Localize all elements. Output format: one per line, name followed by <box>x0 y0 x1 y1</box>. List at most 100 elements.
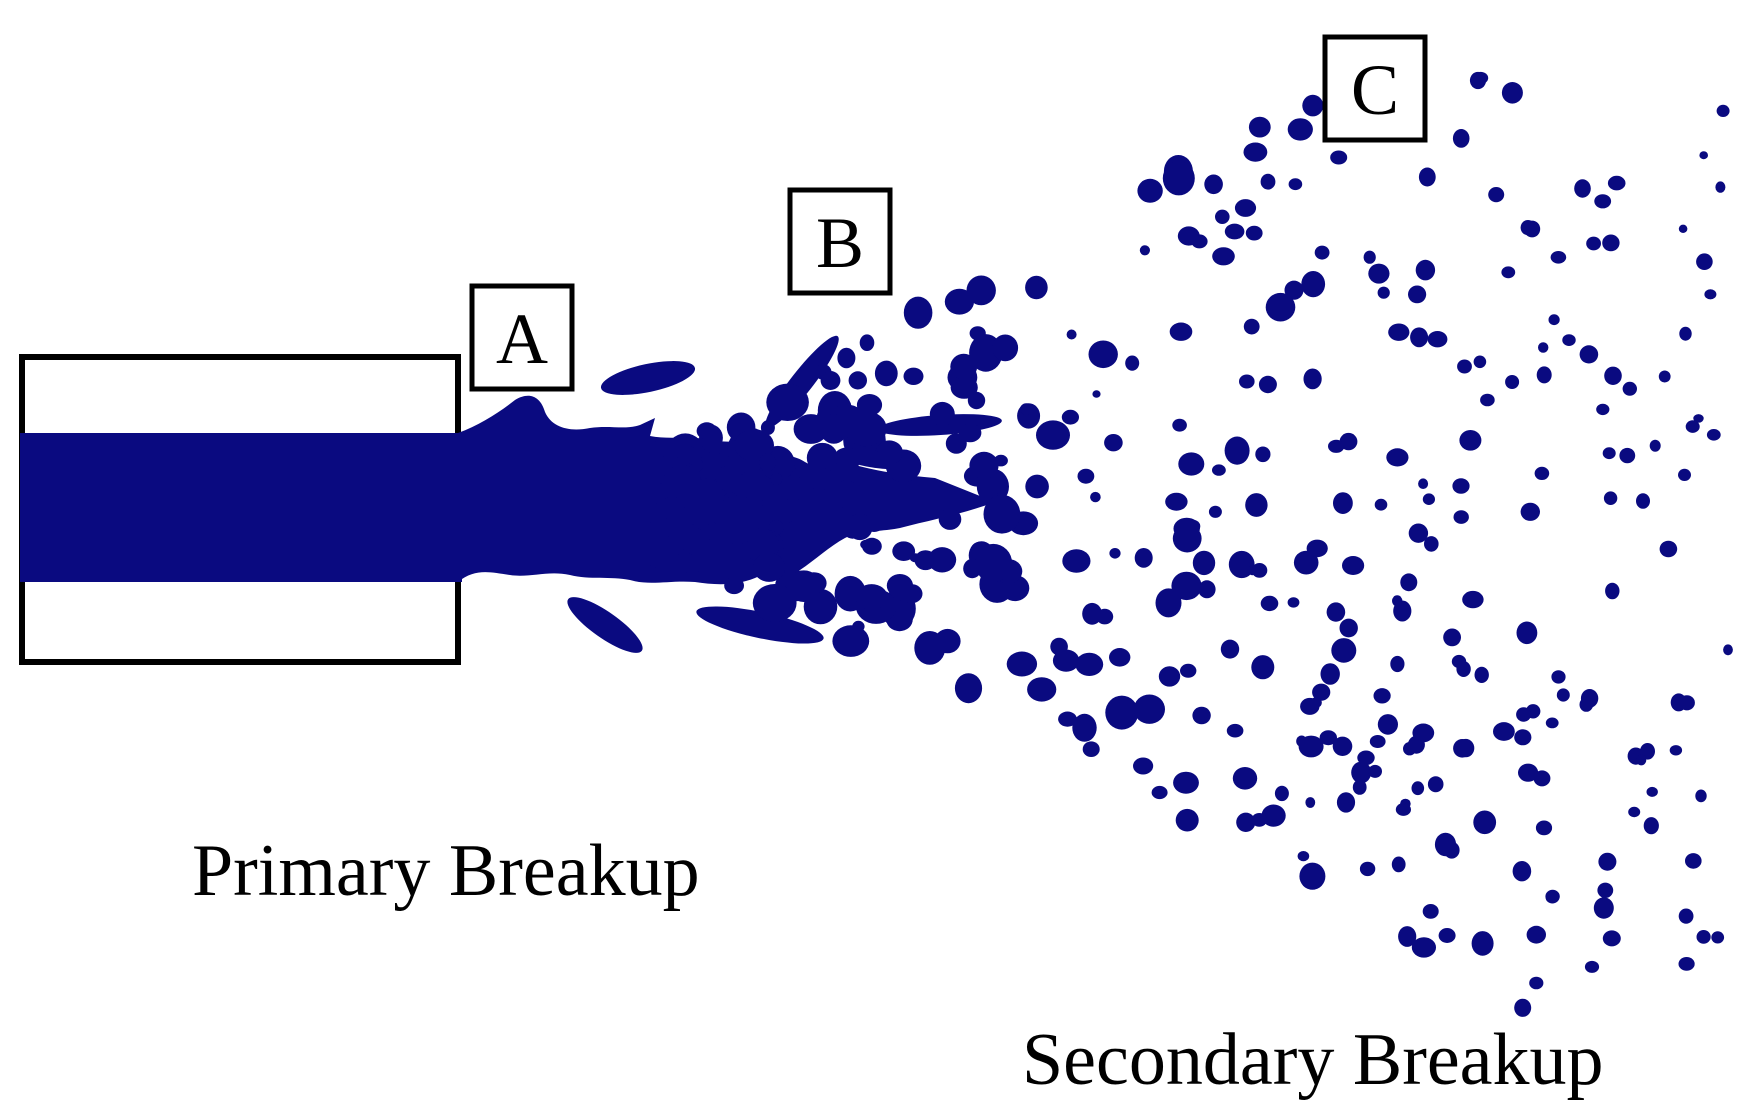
droplet <box>1204 174 1223 195</box>
droplet <box>1326 602 1346 622</box>
droplet <box>1368 764 1382 778</box>
droplet <box>1082 602 1102 625</box>
droplet <box>1265 292 1296 322</box>
droplet <box>1301 271 1326 298</box>
droplet <box>1516 707 1532 722</box>
droplet <box>1505 375 1520 389</box>
droplet <box>1178 452 1205 476</box>
droplet <box>1020 403 1033 415</box>
droplet <box>903 296 933 329</box>
droplet <box>1685 853 1702 869</box>
droplet <box>1025 275 1048 300</box>
droplet <box>808 467 832 491</box>
droplet <box>1603 491 1618 506</box>
marker-b: B <box>787 187 893 296</box>
droplet <box>1493 722 1515 741</box>
droplet <box>1574 179 1591 198</box>
marker-c-text: C <box>1351 50 1399 130</box>
droplet <box>1715 181 1726 193</box>
droplet <box>1251 563 1268 578</box>
droplet <box>1293 550 1319 575</box>
droplet <box>1251 813 1268 827</box>
droplet <box>1373 688 1391 704</box>
droplet <box>1695 789 1707 803</box>
droplet <box>1192 550 1216 576</box>
droplet <box>1109 648 1131 667</box>
droplet <box>1133 694 1165 724</box>
marker-b-box <box>787 187 893 296</box>
droplet <box>967 391 986 410</box>
droplet <box>1208 505 1222 518</box>
droplet <box>934 628 961 654</box>
droplet <box>1180 663 1197 678</box>
droplet <box>1302 94 1324 117</box>
droplet <box>856 446 872 465</box>
droplet <box>1407 735 1425 754</box>
droplet <box>1258 375 1277 394</box>
droplet <box>954 673 983 704</box>
droplet <box>1306 539 1328 558</box>
droplet <box>1251 655 1275 680</box>
droplet <box>1177 226 1200 246</box>
droplet <box>1678 695 1695 711</box>
droplet <box>1134 548 1153 568</box>
droplet <box>1359 861 1376 877</box>
droplet <box>724 455 747 477</box>
droplet <box>1212 247 1235 266</box>
ligament <box>696 606 824 644</box>
droplet <box>1245 493 1268 517</box>
droplet <box>1480 393 1495 407</box>
droplet <box>1155 588 1182 618</box>
droplet <box>1363 250 1376 264</box>
droplet <box>974 543 1013 583</box>
droplet <box>819 414 848 444</box>
droplet <box>780 475 806 502</box>
droplet <box>1036 420 1070 450</box>
droplet <box>950 353 978 380</box>
droplet <box>1596 403 1610 416</box>
droplet <box>1303 368 1322 390</box>
droplet <box>1006 651 1038 677</box>
droplet <box>1377 714 1398 735</box>
droplet <box>1212 464 1226 476</box>
droplet <box>1328 439 1345 453</box>
droplet <box>1151 785 1168 800</box>
droplet <box>1545 717 1559 729</box>
droplet <box>1260 173 1276 190</box>
droplet <box>1319 730 1338 746</box>
droplet <box>1261 804 1286 827</box>
droplet <box>1518 763 1539 782</box>
droplet <box>1459 430 1482 451</box>
droplet <box>1457 738 1475 758</box>
droplet <box>1330 150 1348 165</box>
droplet <box>1607 175 1626 191</box>
droplet <box>1488 187 1505 203</box>
marker-c: C <box>1322 34 1428 143</box>
droplet <box>1598 852 1617 871</box>
droplet <box>1550 250 1567 264</box>
droplet <box>950 376 978 399</box>
droplet <box>1452 478 1470 494</box>
droplet <box>1526 925 1547 944</box>
droplet <box>847 513 873 541</box>
droplet <box>1438 928 1456 943</box>
droplet <box>1109 548 1121 559</box>
droplet <box>1520 502 1541 521</box>
droplet <box>1520 220 1536 236</box>
droplet <box>1300 697 1320 715</box>
droplet <box>832 625 870 657</box>
droplet <box>1298 735 1324 758</box>
droplet <box>1377 286 1390 299</box>
droplet <box>914 550 937 571</box>
droplet <box>856 394 883 416</box>
droplet <box>1533 770 1551 787</box>
droplet <box>1516 621 1538 645</box>
droplet <box>1342 556 1365 575</box>
droplet <box>1456 661 1471 677</box>
droplet <box>1331 638 1357 663</box>
droplet <box>862 537 882 555</box>
droplet <box>1462 590 1484 609</box>
droplet <box>766 383 809 421</box>
droplet <box>1619 447 1636 464</box>
droplet <box>1139 245 1150 256</box>
